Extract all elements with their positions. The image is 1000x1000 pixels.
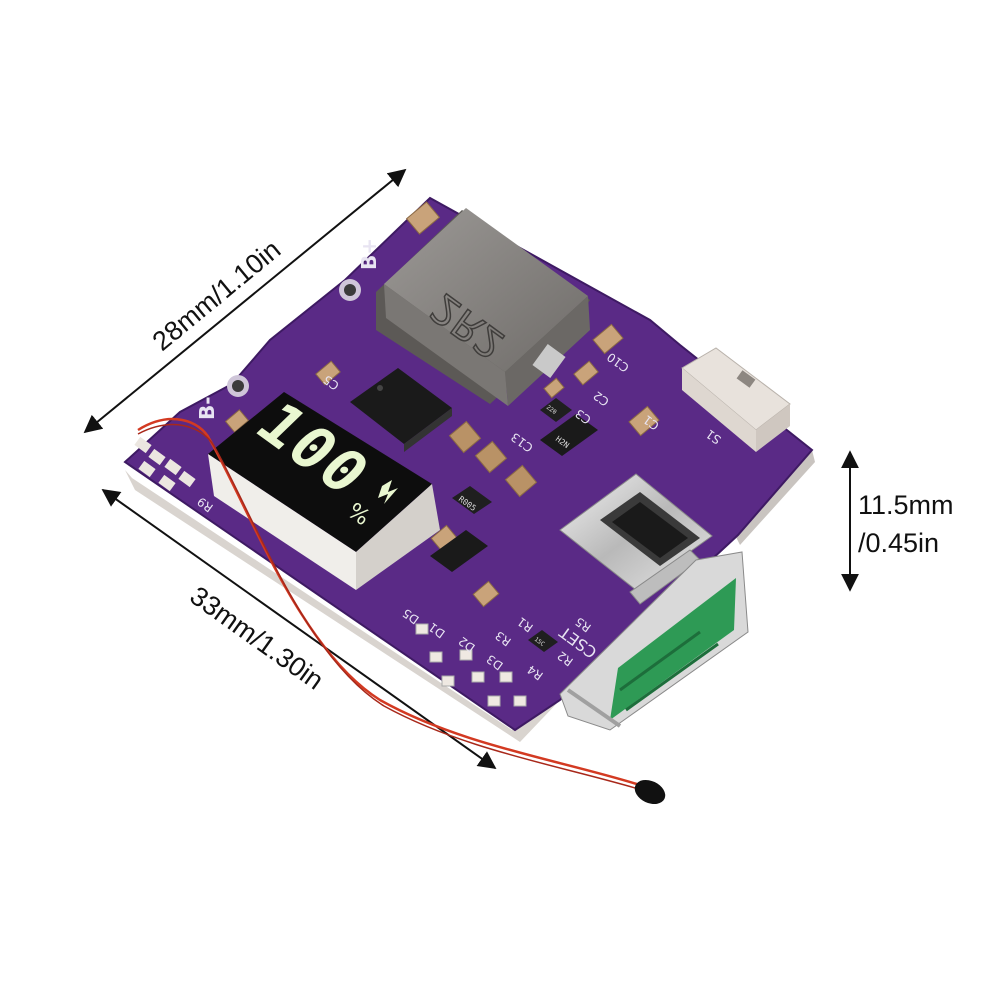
silk-b-minus: B- [195,396,219,420]
smd-capacitors [224,201,660,608]
main-ic [350,368,452,452]
width-dimension-label: 28mm/1.10in [147,234,287,356]
lightning-icon [378,480,398,504]
usb-a-port[interactable] [559,551,749,731]
pcb-board: B+ B- 2R2 [123,196,815,742]
thermistor-icon [634,779,666,805]
width-dimension-arrow [83,168,407,434]
length-dimension-arrow [101,488,497,770]
tactile-switch[interactable]: S1 [681,347,791,452]
height-dimension-label-line2: /0.45in [858,528,939,558]
usb-c-port[interactable]: CSET [548,473,720,662]
pcb-right-edge [735,450,815,545]
mounting-pad [344,284,356,296]
height-dimension-label-line1: 11.5mm [858,490,954,520]
battery-pads [134,436,196,492]
silk-b-plus: B+ [357,238,381,270]
inductor: 2R2 [376,208,590,406]
small-chips: H2N R005 220 15C [430,398,598,652]
mounting-pad [232,380,244,392]
led-display: 100 % [208,392,440,590]
thermistor [137,417,666,805]
